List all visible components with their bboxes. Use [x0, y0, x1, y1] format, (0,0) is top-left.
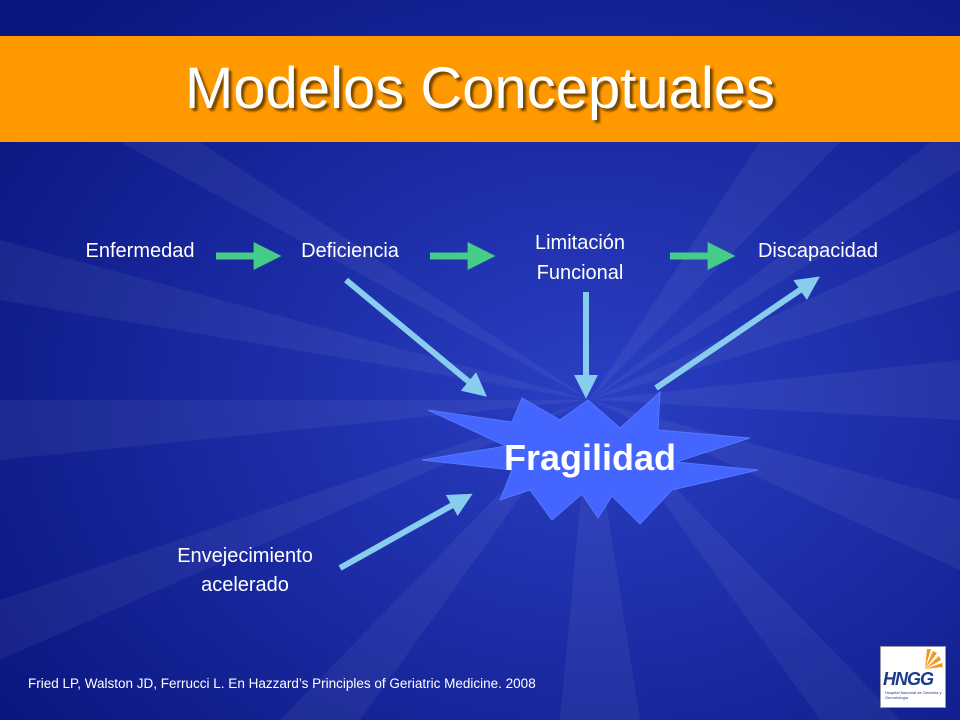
node-enfermedad: Enfermedad [85, 240, 195, 262]
node-limitacion-funcional: Limitación Funcional [500, 228, 660, 288]
node-envejecimiento-acelerado: Envejecimiento acelerado [150, 542, 340, 600]
node-envejecimiento-line2: acelerado [201, 574, 289, 596]
node-discapacidad: Discapacidad [757, 240, 879, 262]
slide-title: Modelos Conceptuales [184, 56, 776, 121]
arrow-fragilidad-discapacidad [654, 276, 820, 391]
node-limitacion-line1: Limitación [534, 232, 626, 254]
logo-sun-icon [925, 649, 943, 669]
logo-subtitle: Hospital Nacional de Geriatría y Geronto… [885, 690, 942, 700]
title-band [0, 36, 960, 142]
logo-mark: HNGG [883, 669, 934, 689]
hngg-logo-icon: HNGG Hospital Nacional de Geriatría y Ge… [880, 646, 946, 708]
arrow-deficiencia-fragilidad [344, 277, 487, 397]
node-fragilidad: Fragilidad [503, 437, 677, 478]
node-limitacion-line2: Funcional [536, 262, 624, 284]
node-envejecimiento-line1: Envejecimiento [177, 545, 313, 567]
node-deficiencia: Deficiencia [301, 240, 399, 262]
fragilidad-starburst [421, 390, 759, 525]
arrow-envejecimiento-fragilidad [338, 493, 473, 571]
citation-text: Fried LP, Walston JD, Ferrucci L. En Haz… [28, 676, 536, 691]
